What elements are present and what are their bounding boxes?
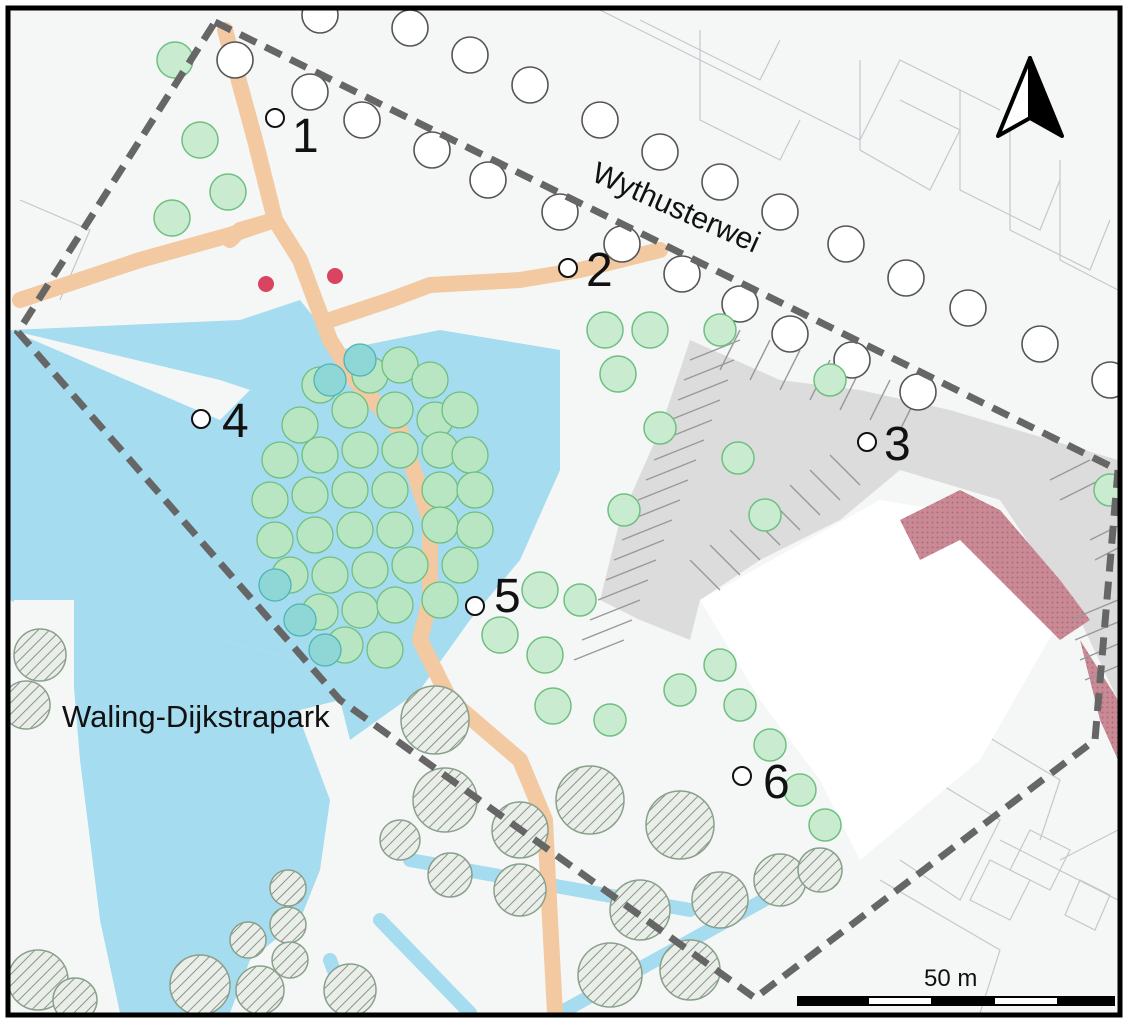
north-arrow-icon	[996, 56, 1064, 138]
point-marker-6	[732, 766, 752, 786]
parking-area	[600, 340, 1118, 700]
map-frame	[5, 5, 1123, 1018]
point-label-5: 5	[494, 570, 521, 623]
point-label-6: 6	[763, 756, 790, 809]
pond-west	[10, 330, 330, 1013]
point-label-2: 2	[586, 244, 613, 297]
grove-teal	[258, 343, 377, 667]
marker-dot	[327, 268, 343, 284]
street-trees	[216, 10, 1118, 411]
park-label: Waling-Dijkstrapark	[62, 699, 330, 734]
red-building	[900, 490, 1090, 640]
point-marker-1	[265, 108, 285, 128]
scale-bar: 50 m	[797, 965, 1115, 1006]
scale-label: 50 m	[924, 965, 977, 992]
point-markers: 1 2 3 4 5 6	[191, 108, 911, 809]
existing-trees	[10, 628, 843, 1013]
point-marker-4	[191, 409, 211, 429]
point-marker-3	[857, 432, 877, 452]
point-marker-2	[558, 258, 578, 278]
parking-stripes	[573, 329, 1118, 681]
park-trees	[153, 41, 1118, 842]
building-footprint	[700, 500, 1060, 860]
point-label-1: 1	[292, 110, 319, 163]
marker-dot	[258, 276, 274, 292]
point-marker-5	[465, 596, 485, 616]
study-area-outline	[13, 17, 1118, 1003]
point-label-4: 4	[222, 395, 249, 448]
point-label-3: 3	[884, 418, 911, 471]
